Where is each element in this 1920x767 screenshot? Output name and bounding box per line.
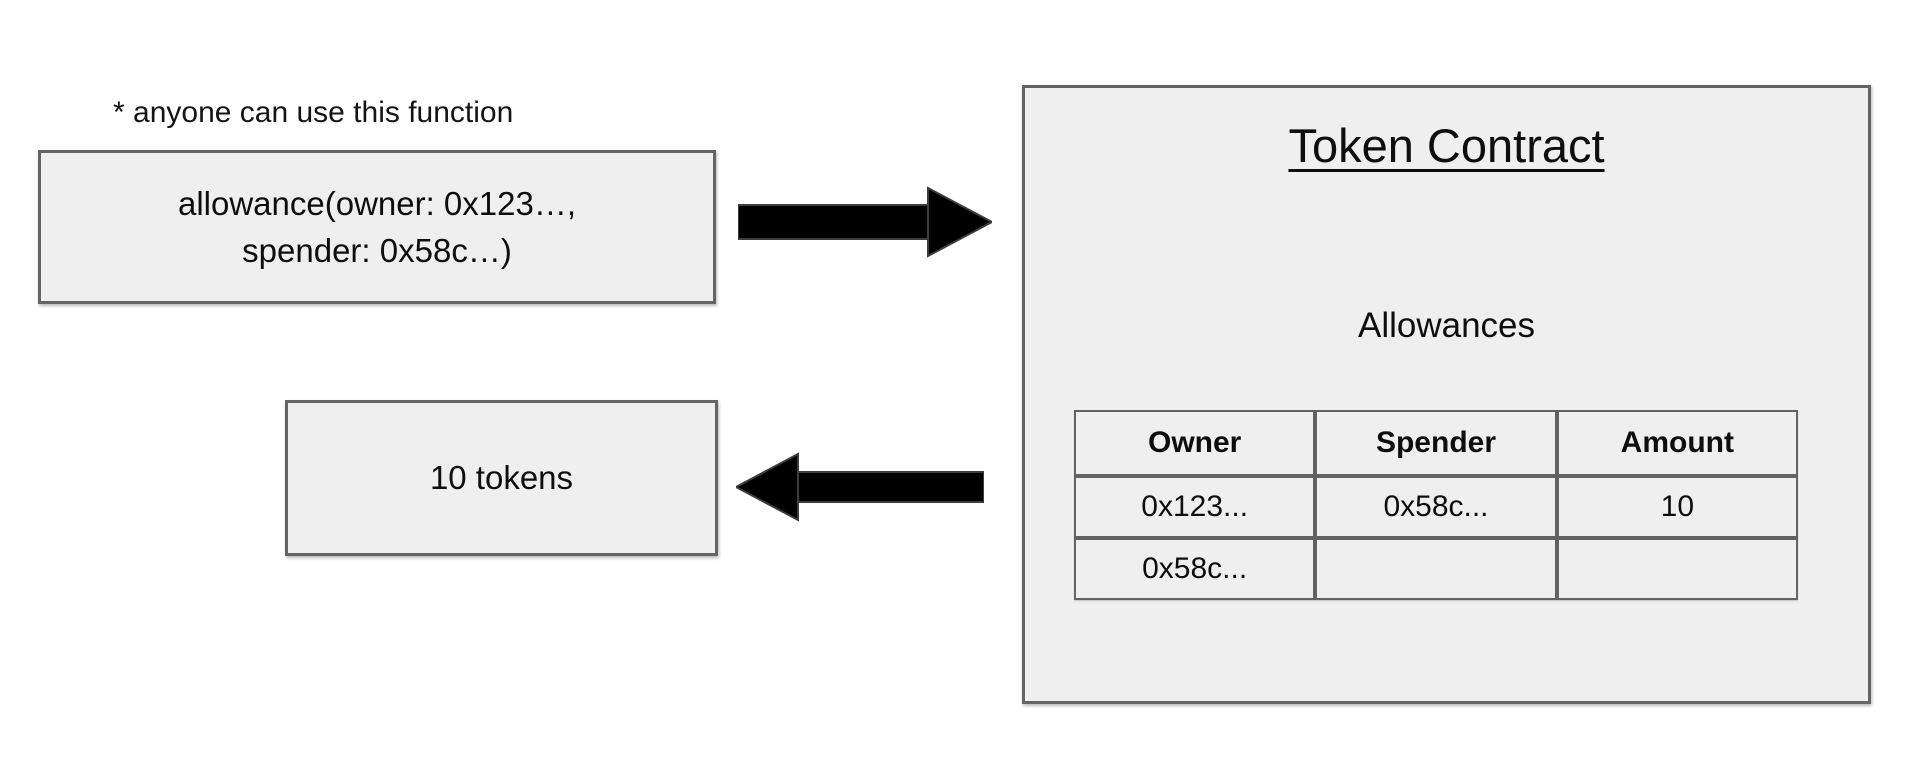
allowances-label: Allowances: [1357, 306, 1536, 345]
table-cell-amount: 10: [1556, 476, 1798, 538]
table-cell-owner: 0x58c...: [1074, 538, 1316, 600]
amount-header: Amount: [1556, 410, 1798, 476]
arrow-left-icon: [736, 452, 984, 522]
allowance-call-box: allowance(owner: 0x123…, spender: 0x58c……: [38, 150, 716, 304]
table-cell-owner: 0x123...: [1074, 476, 1316, 538]
owner-header: Owner: [1074, 410, 1316, 476]
table-cell-amount: [1556, 538, 1798, 600]
table-header-row: Owner Spender Amount: [1074, 410, 1798, 476]
contract-title: Token Contract: [1288, 119, 1605, 172]
tokens-result-box: 10 tokens: [285, 400, 718, 556]
arrow-right-icon: [738, 186, 992, 258]
table-row: 0x123... 0x58c... 10: [1074, 476, 1798, 538]
allowances-table: Owner Spender Amount 0x123... 0x58c... 1…: [1074, 410, 1798, 600]
allowance-call-line2: spender: 0x58c…): [242, 232, 512, 269]
function-note: * anyone can use this function: [113, 96, 514, 129]
table-cell-spender: [1315, 538, 1557, 600]
table-cell-spender: 0x58c...: [1315, 476, 1557, 538]
table-row: 0x58c...: [1074, 538, 1798, 600]
allowance-call-line1: allowance(owner: 0x123…,: [177, 185, 577, 222]
tokens-label: 10 tokens: [429, 459, 574, 496]
spender-header: Spender: [1315, 410, 1557, 476]
token-contract-box: Token Contract Allowances Owner Spender …: [1022, 85, 1871, 704]
